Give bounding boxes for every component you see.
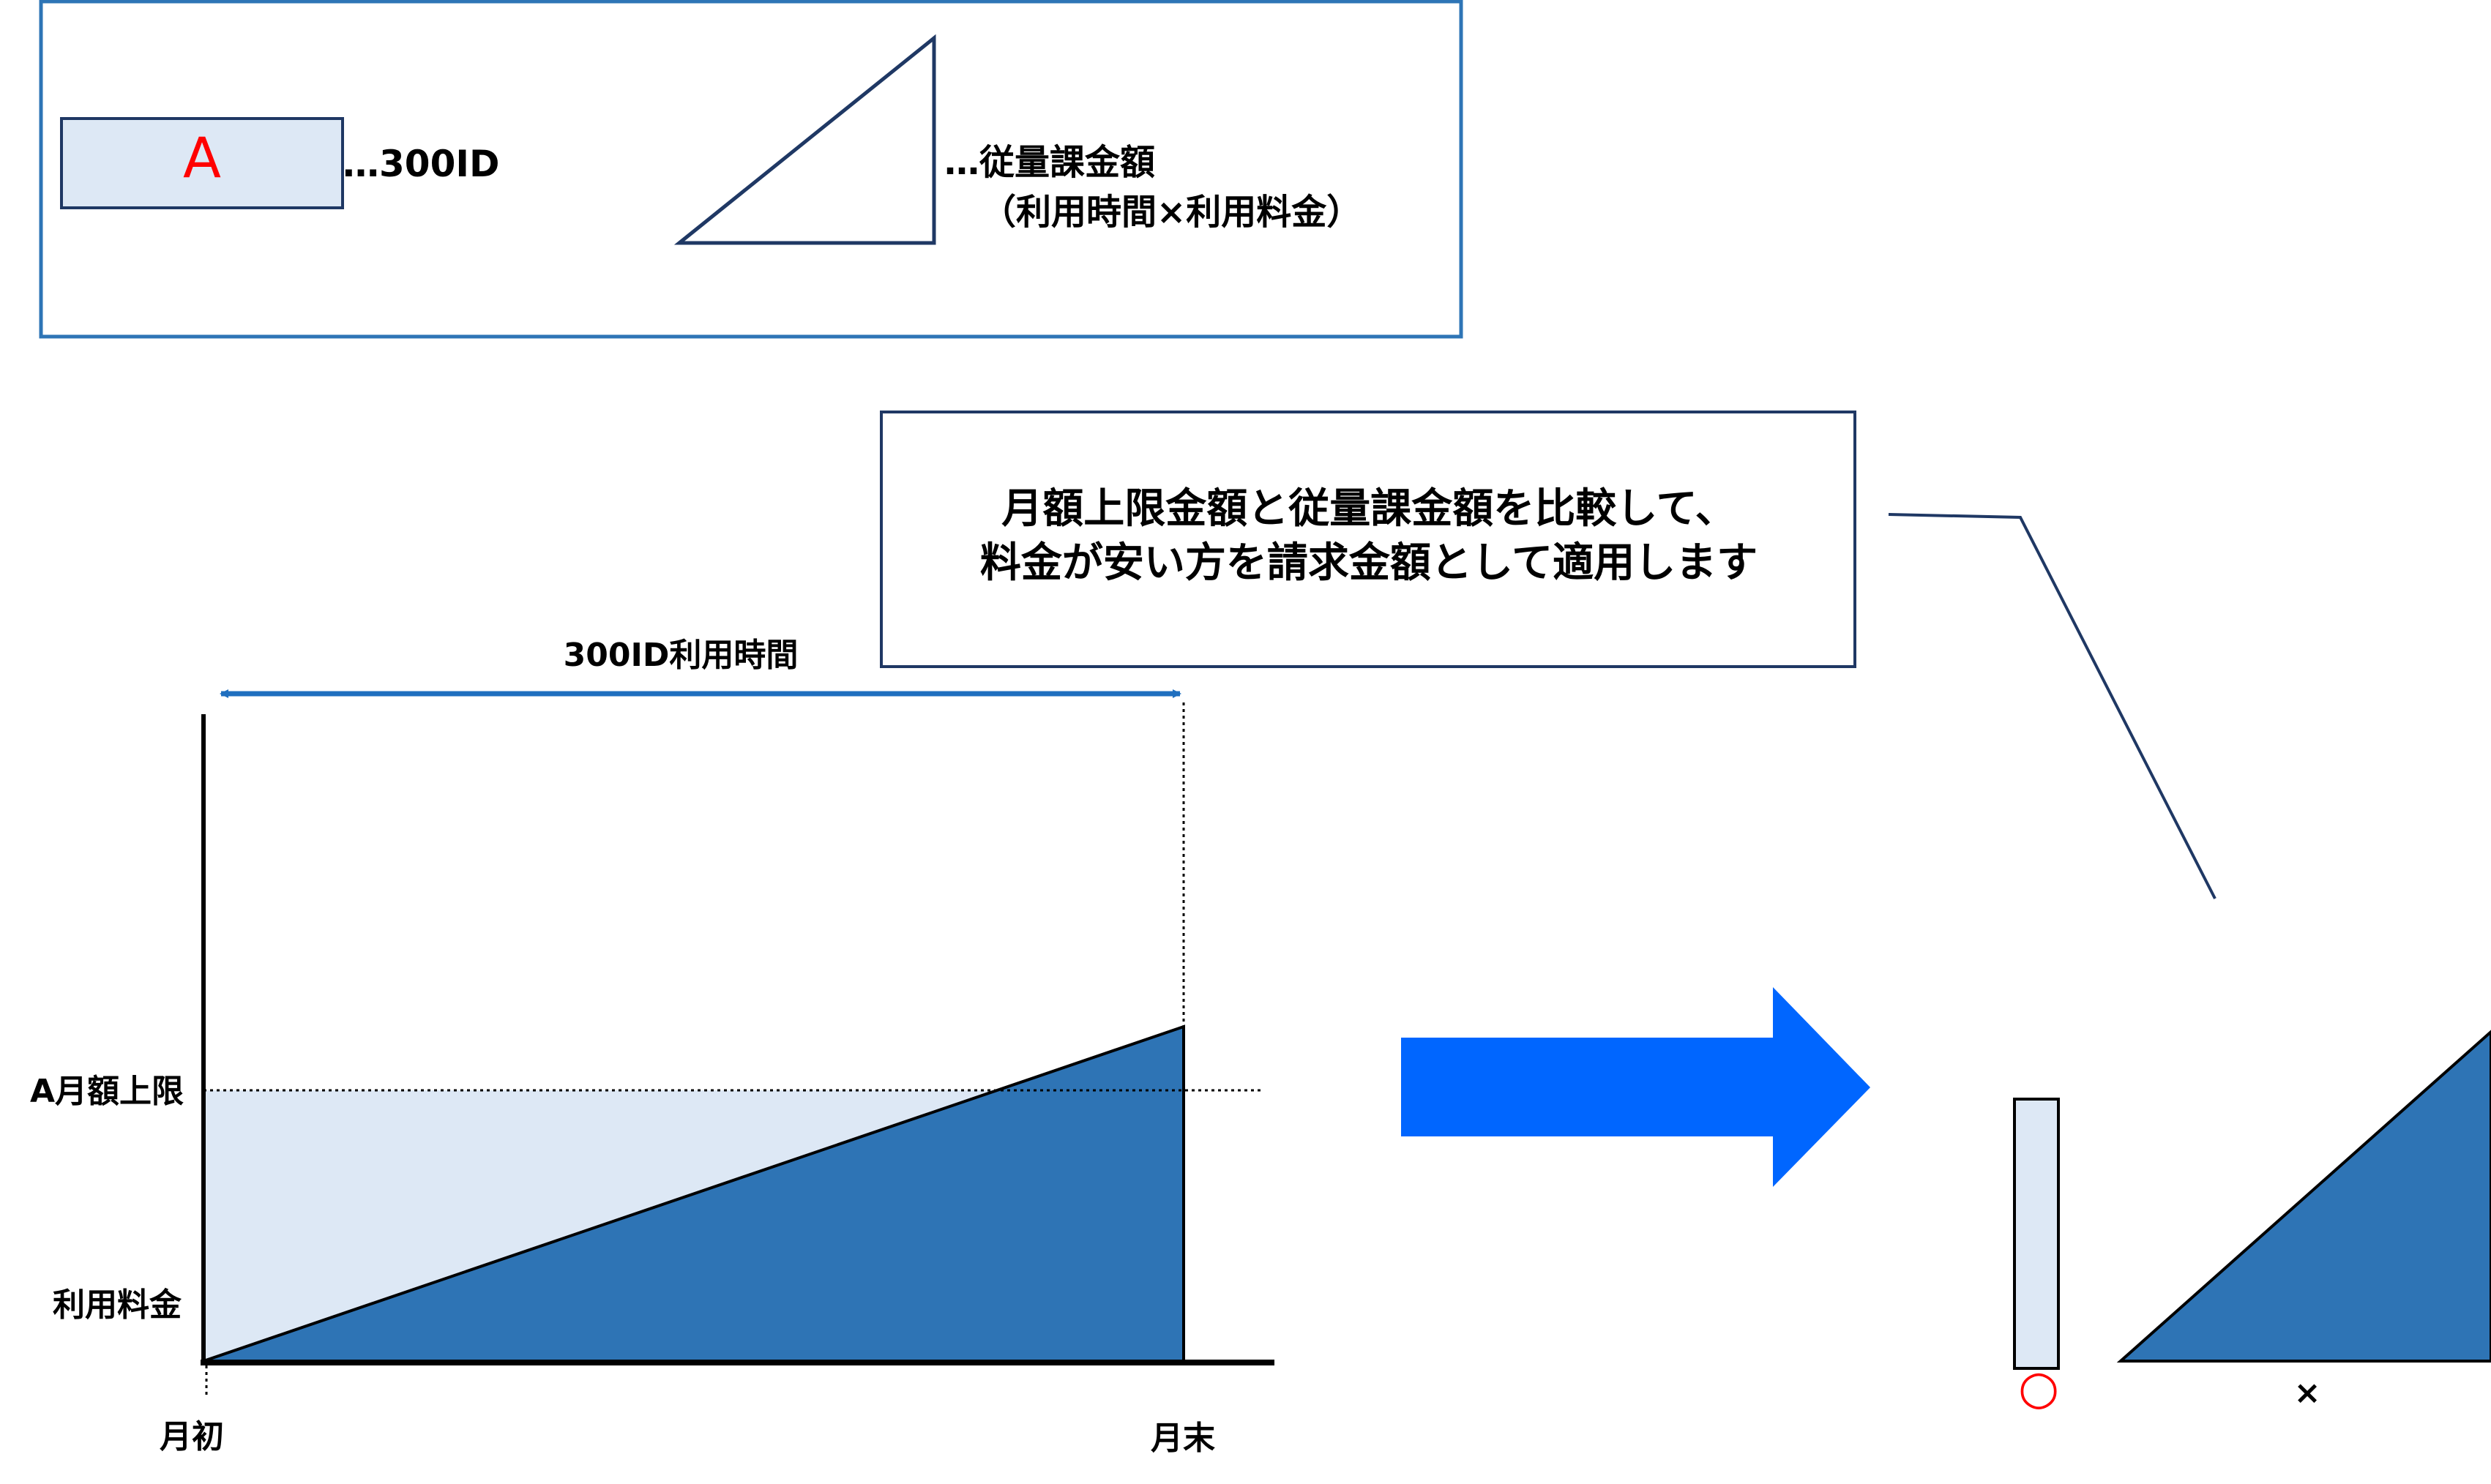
legend-usage-triangle bbox=[673, 34, 936, 245]
y-label-cap: A月額上限 bbox=[30, 1073, 184, 1110]
callout-line1: 月額上限金額と従量課金額を比較して、 bbox=[1001, 485, 1736, 533]
legend-usage-desc-line1: …従量課金額 bbox=[944, 142, 1155, 183]
big-right-arrow bbox=[1401, 987, 1870, 1187]
x-label-start: 月初 bbox=[160, 1418, 224, 1455]
callout-leader-line bbox=[1888, 513, 2216, 899]
rejected-mark: × bbox=[2294, 1374, 2321, 1412]
comparison-result: ○ × bbox=[2013, 1030, 2491, 1415]
legend-usage-desc-line2: （利用時間×利用料金） bbox=[981, 192, 1362, 233]
selected-mark: ○ bbox=[2018, 1361, 2059, 1415]
legend-plan-a-box bbox=[60, 117, 344, 209]
usage-chart: 300ID利用時間 A月額上限 利用料金 月初 月末 bbox=[30, 637, 1274, 1457]
callout-line2: 料金が安い方を請求金額として適用します bbox=[980, 539, 1758, 587]
x-label-end: 月末 bbox=[1151, 1420, 1215, 1457]
callout-box bbox=[880, 411, 1856, 668]
span-label: 300ID利用時間 bbox=[564, 637, 799, 674]
legend-plan-a-desc: …300ID bbox=[343, 143, 499, 185]
legend-panel: A …300ID …従量課金額 （利用時間×利用料金） bbox=[39, 0, 1463, 339]
legend-plan-a-label: A bbox=[183, 125, 221, 190]
result-usage-triangle bbox=[2116, 1030, 2491, 1363]
callout: 月額上限金額と従量課金額を比較して、 料金が安い方を請求金額として適用します bbox=[880, 411, 2216, 899]
result-plan-a-bar bbox=[2013, 1098, 2060, 1370]
y-label-rate: 利用料金 bbox=[53, 1286, 182, 1324]
